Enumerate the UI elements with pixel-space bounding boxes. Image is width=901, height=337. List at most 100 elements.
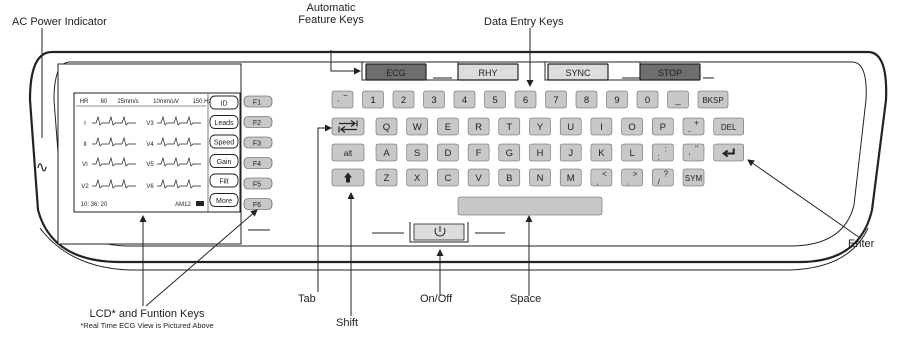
key-[interactable]: ?/ [652, 168, 674, 187]
key-1[interactable]: 1 [362, 90, 384, 109]
key-0[interactable]: 0 [636, 90, 659, 109]
lcd-lead-label: V4 [146, 142, 154, 148]
key-C[interactable]: C [437, 168, 459, 187]
callout-tab: Tab [298, 293, 316, 305]
key-U[interactable]: U [559, 117, 582, 136]
key-label: DEL [721, 123, 737, 132]
key-6[interactable]: 6 [514, 90, 537, 109]
key-X[interactable]: X [406, 168, 428, 187]
softkey-id[interactable]: ID [209, 95, 239, 110]
key-BKSP[interactable]: BKSP [697, 90, 729, 109]
key-F[interactable]: F [467, 143, 490, 162]
power-button[interactable] [413, 223, 465, 241]
key-label: 7 [553, 95, 558, 106]
lcd-lead-label: II [83, 142, 87, 148]
key-body [406, 143, 428, 162]
softkey-gain[interactable]: Gain [209, 154, 239, 168]
key-T[interactable]: T [498, 117, 521, 136]
key-enter-icon[interactable] [713, 143, 744, 162]
feature-key-stop[interactable]: STOP [639, 63, 701, 81]
function-key-f3[interactable]: F3 [243, 136, 273, 149]
key-N[interactable]: N [529, 168, 551, 187]
key-Y[interactable]: Y [529, 117, 551, 136]
space-bar[interactable] [457, 196, 603, 216]
key-J[interactable]: J [559, 143, 582, 162]
lcd-lead-label: VI [82, 162, 88, 168]
key-body [437, 143, 459, 162]
key-R[interactable]: R [467, 117, 490, 136]
lcd-header-field: 150 Hz [192, 99, 211, 105]
lcd-header-field: HR [80, 99, 89, 105]
function-key-f1[interactable]: F1 [243, 95, 273, 108]
key-W[interactable]: W [406, 117, 428, 136]
key-Z[interactable]: Z [375, 168, 398, 187]
softkey-speed[interactable]: Speed [209, 134, 239, 149]
key-SYM[interactable]: SYM [682, 168, 705, 187]
key-body [375, 143, 398, 162]
key-DEL[interactable]: DEL [713, 117, 744, 136]
key-[interactable]: ~` [331, 90, 354, 109]
key-[interactable]: "' [682, 143, 705, 162]
key-[interactable]: >. [621, 168, 643, 187]
function-key-f4[interactable]: F4 [243, 157, 273, 169]
key-body [529, 168, 551, 187]
key-label: S [414, 148, 420, 159]
key-shift-icon[interactable] [331, 168, 365, 187]
key-3[interactable]: 3 [423, 90, 445, 109]
key-2[interactable]: 2 [392, 90, 415, 109]
key-I[interactable]: I [590, 117, 613, 136]
key-label: 0 [645, 95, 650, 106]
key-E[interactable]: E [437, 117, 459, 136]
key-label: BKSP [702, 96, 723, 105]
key-H[interactable]: H [529, 143, 551, 162]
key-O[interactable]: O [621, 117, 643, 136]
key-base-glyph: ; [658, 153, 660, 162]
feature-key-rhy[interactable]: RHY [457, 63, 519, 81]
softkey-more[interactable]: More [209, 193, 239, 207]
key-[interactable]: <, [590, 168, 613, 187]
function-key-f5[interactable]: F5 [243, 177, 273, 190]
key-V[interactable]: V [467, 168, 490, 187]
lcd-screen [73, 92, 241, 213]
key-9[interactable]: 9 [606, 90, 628, 109]
feature-key-ecg[interactable]: ECG [365, 63, 427, 81]
function-key-f2[interactable]: F2 [243, 116, 273, 128]
leader-tab [317, 124, 332, 292]
key-G[interactable]: G [498, 143, 521, 162]
key-A[interactable]: A [375, 143, 398, 162]
key-label: Q [383, 122, 390, 133]
key-body [713, 117, 744, 136]
key-B[interactable]: B [498, 168, 521, 187]
key-S[interactable]: S [406, 143, 428, 162]
function-key-f6[interactable]: F6 [243, 198, 273, 210]
callout-enter: Enter [848, 238, 875, 250]
key-D[interactable]: D [437, 143, 459, 162]
key-4[interactable]: 4 [453, 90, 476, 109]
softkey-leads[interactable]: Leads [209, 115, 239, 129]
key--[interactable]: +- [682, 117, 705, 136]
key-L[interactable]: L [621, 143, 643, 162]
key-7[interactable]: 7 [545, 90, 567, 109]
function-key-label: F3 [253, 141, 261, 148]
key-shift-glyph: ? [664, 170, 669, 179]
power-icon [434, 226, 446, 237]
softkey-label: Gain [217, 159, 232, 166]
key-[interactable]: _ [667, 90, 689, 109]
feature-key-label: ECG [386, 68, 406, 78]
key-alt[interactable]: alt [331, 143, 365, 162]
tab-arrows-icon [338, 120, 358, 133]
key-8[interactable]: 8 [575, 90, 598, 109]
key-label: P [660, 122, 666, 133]
key-M[interactable]: M [559, 168, 582, 187]
feature-key-sync[interactable]: SYNC [547, 63, 609, 81]
key-5[interactable]: 5 [484, 90, 506, 109]
key-[interactable]: :; [652, 143, 674, 162]
key-tab-icon[interactable] [331, 117, 365, 136]
key-label: C [444, 173, 451, 184]
key-label: G [506, 148, 513, 159]
key-K[interactable]: K [590, 143, 613, 162]
key-Q[interactable]: Q [375, 117, 398, 136]
softkey-filt[interactable]: Filt [209, 173, 239, 188]
key-P[interactable]: P [652, 117, 674, 136]
